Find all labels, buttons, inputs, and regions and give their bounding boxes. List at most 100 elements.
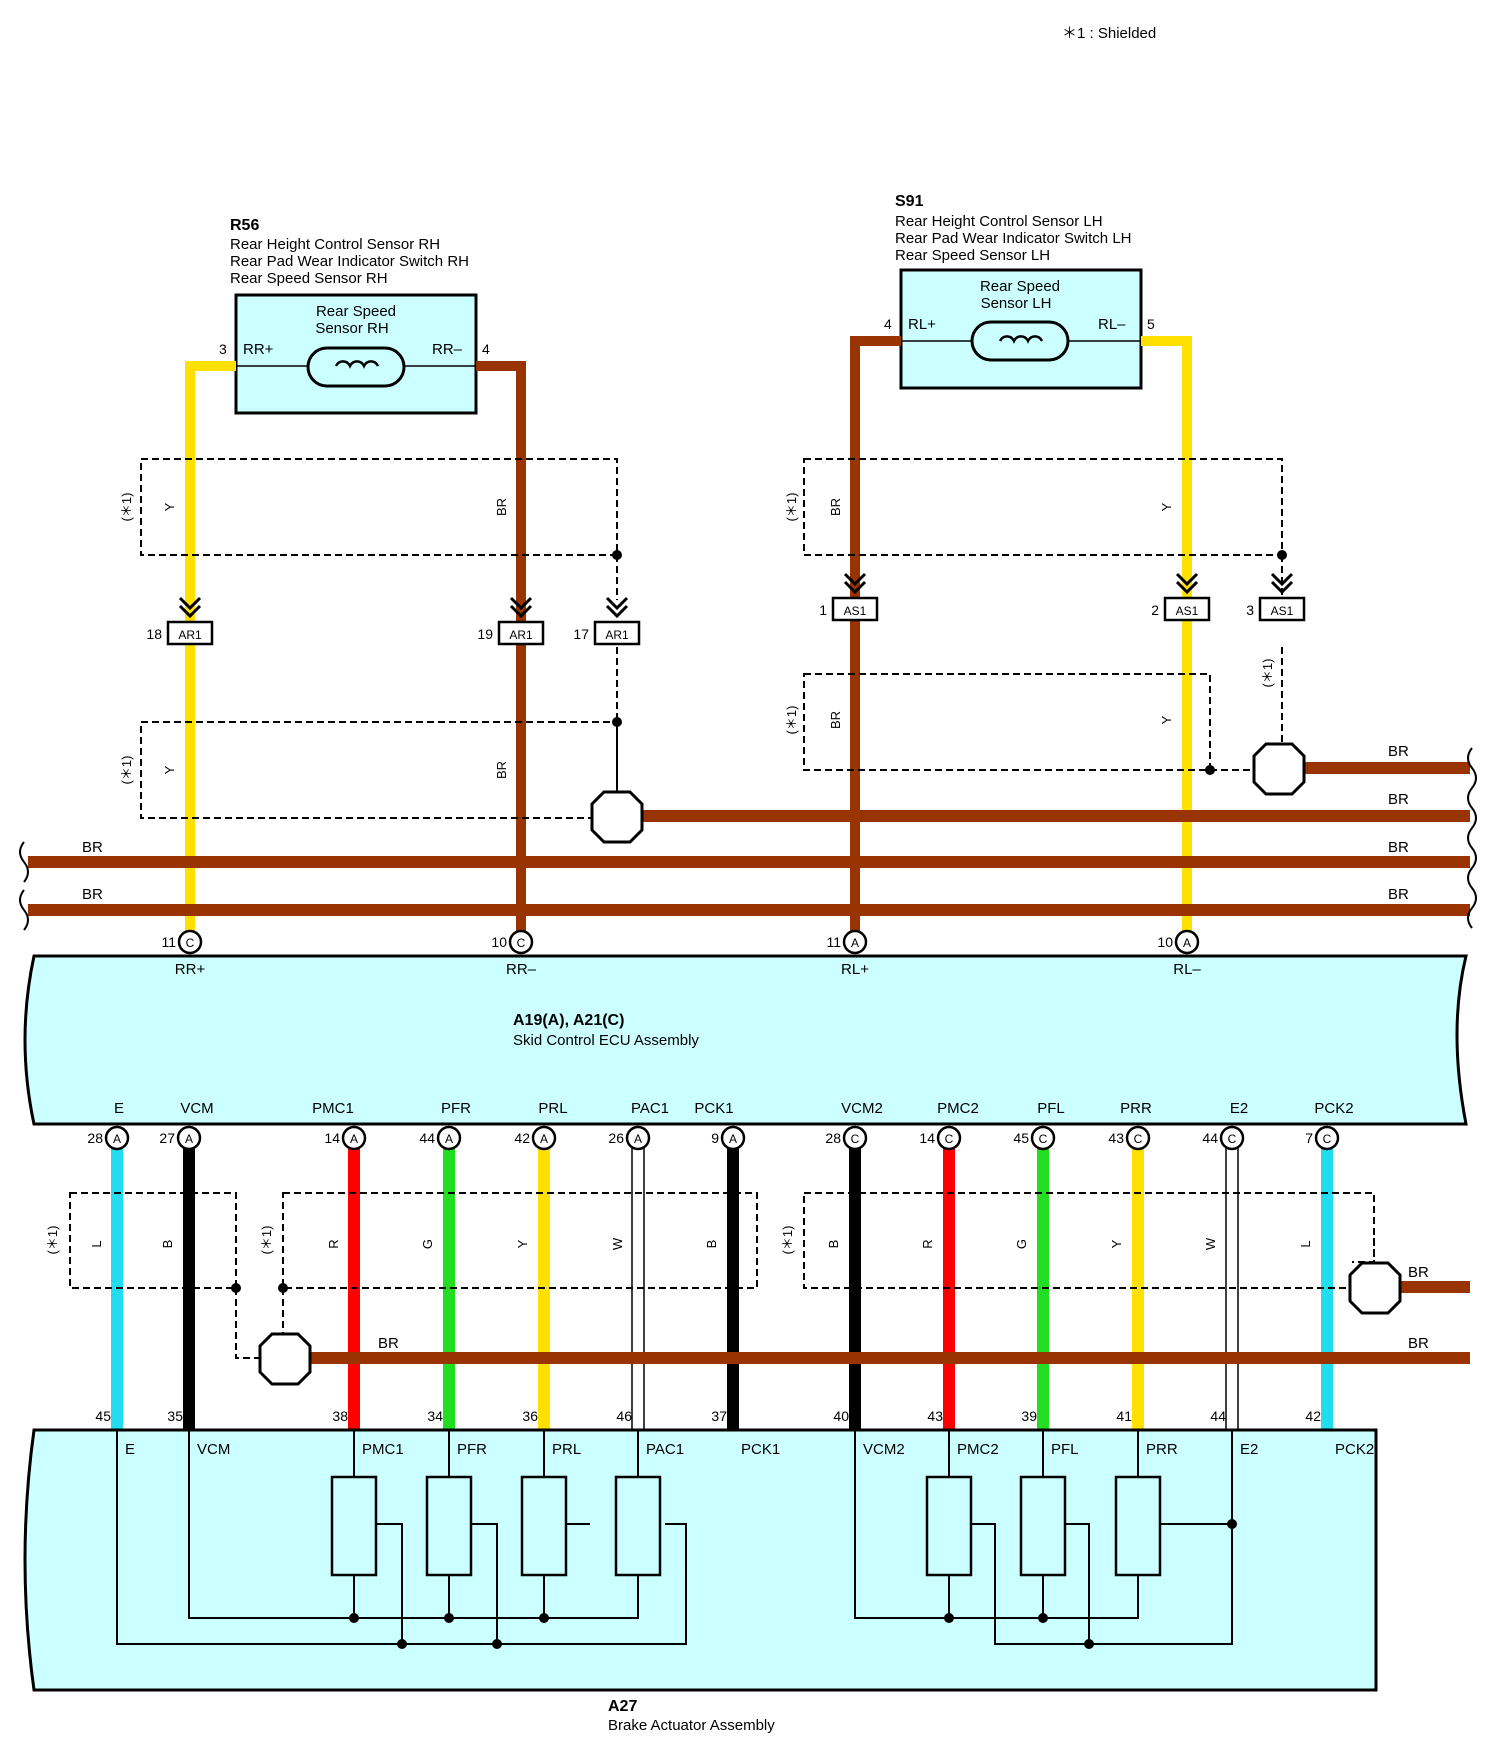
r56-coil-outline xyxy=(306,346,406,388)
ecu-terminal-label: RL– xyxy=(1173,961,1201,978)
ecu-terminal-label: PRR xyxy=(1120,1100,1152,1117)
connector-name: AR1 xyxy=(178,628,202,642)
ecu-terminal-label: RL+ xyxy=(841,961,869,978)
splice-dot xyxy=(612,550,622,560)
splice-dot xyxy=(349,1613,359,1623)
actuator-box xyxy=(23,1428,1378,1692)
pin-connector-icon xyxy=(720,1125,746,1151)
wire-color-code: B xyxy=(826,1240,841,1249)
ground-wire-label: BR xyxy=(378,1335,399,1352)
r56-term-right: RR– xyxy=(432,341,463,358)
pin-connector-letter: C xyxy=(945,1132,954,1146)
solenoid-resistor xyxy=(425,1475,473,1577)
wire-color-code: W xyxy=(1203,1237,1218,1250)
splice-dot xyxy=(612,717,622,727)
r56-line-1: Rear Height Control Sensor RH xyxy=(230,236,440,253)
pin-connector-letter: A xyxy=(634,1132,642,1146)
ecu-terminal-label: E2 xyxy=(1230,1100,1248,1117)
pin-connector-icon xyxy=(508,929,534,955)
wire-rl-plus xyxy=(850,336,901,950)
pin-connector-icon xyxy=(1030,1125,1056,1151)
connector-pin: 1 xyxy=(819,602,827,618)
ecu-terminal-label: PRL xyxy=(538,1100,567,1117)
wire-color-code: B xyxy=(160,1240,175,1249)
ecu-code: A19(A), A21(C) xyxy=(513,1012,624,1029)
connector-pin: 2 xyxy=(1151,602,1159,618)
circuit-line xyxy=(116,1430,687,1645)
connector-pin: 18 xyxy=(146,626,162,642)
connector-box xyxy=(831,596,879,622)
pin-connector-letter: C xyxy=(1323,1132,1332,1146)
ecu-pin-number: 10 xyxy=(1157,934,1173,950)
wire-color-code: BR xyxy=(494,498,509,516)
ecu-terminal-label: PMC2 xyxy=(937,1100,979,1117)
circuit-line xyxy=(376,1523,403,1644)
actuator-terminal-label: VCM xyxy=(197,1441,230,1458)
pin-connector-icon xyxy=(625,1125,651,1151)
s91-code: S91 xyxy=(895,193,924,210)
ground-wire-label: BR xyxy=(1408,1335,1429,1352)
shield-ecu-3 xyxy=(803,1192,1375,1289)
ecu-terminal-label: VCM2 xyxy=(841,1100,883,1117)
ecu-pin-number: 44 xyxy=(1202,1130,1218,1146)
r56-coil-icon xyxy=(334,360,380,369)
connector-name: AS1 xyxy=(844,604,867,618)
s91-coil-outline xyxy=(970,320,1070,362)
r56-line-2: Rear Pad Wear Indicator Switch RH xyxy=(230,253,469,270)
pin-connector-letter: A xyxy=(445,1132,453,1146)
actuator-terminal-label: PRL xyxy=(552,1441,581,1458)
wire-color-code: BR xyxy=(828,711,843,729)
circuit-line xyxy=(971,1430,1233,1645)
actuator-pin-number: 39 xyxy=(1021,1408,1037,1424)
wire-color-code: Y xyxy=(1109,1239,1124,1248)
pin-connector-letter: C xyxy=(851,1132,860,1146)
connector-box xyxy=(593,620,641,646)
actuator-terminal-label: PFR xyxy=(457,1441,487,1458)
actuator-terminal-label: PRR xyxy=(1146,1441,1178,1458)
s91-term-left: RL+ xyxy=(908,316,936,333)
s91-box-title-1: Rear Speed xyxy=(980,278,1060,295)
wire-color-code: L xyxy=(1298,1240,1313,1247)
wire-rr-minus xyxy=(476,361,526,950)
ground-wire-label: BR xyxy=(82,839,103,856)
pin-connector-letter: C xyxy=(1228,1132,1237,1146)
wire-rl-minus xyxy=(1141,336,1192,950)
pin-connector-letter: A xyxy=(729,1132,737,1146)
ground-wire-label: BR xyxy=(1388,886,1409,903)
actuator-terminal-label: PAC1 xyxy=(646,1441,684,1458)
s91-coil-icon xyxy=(998,335,1044,344)
ecu-pin-number: 9 xyxy=(711,1130,719,1146)
pin-connector-icon xyxy=(842,1125,868,1151)
splice-dot xyxy=(1084,1639,1094,1649)
ecu-terminal-label: E xyxy=(114,1100,124,1117)
ecu-pin-number: 11 xyxy=(161,934,176,950)
ecu-pin-number: 42 xyxy=(514,1130,530,1146)
ecu-terminal-label: PAC1 xyxy=(631,1100,669,1117)
connector-name: AR1 xyxy=(509,628,533,642)
break-mark xyxy=(1467,747,1477,929)
connector-chevron-icon xyxy=(178,596,202,619)
r56-code: R56 xyxy=(230,217,259,234)
s91-pin-right: 5 xyxy=(1147,316,1155,332)
pin-connector-letter: C xyxy=(1039,1132,1048,1146)
shield-label: (＊1) xyxy=(119,493,134,522)
shield-ecu-2 xyxy=(282,1192,758,1289)
shield-ecu-3-to-ground xyxy=(1352,1238,1375,1263)
actuator-pin-number: 34 xyxy=(427,1408,443,1424)
pin-connector-letter: A xyxy=(350,1132,358,1146)
pin-connector-letter: A xyxy=(185,1132,193,1146)
solenoid-resistor xyxy=(1019,1475,1067,1577)
connector-box xyxy=(166,620,214,646)
splice-dot xyxy=(278,1283,288,1293)
connector-name: AR1 xyxy=(605,628,629,642)
s91-box-title-2: Sensor LH xyxy=(981,295,1052,312)
lower-wire-group: A28EL45A27VCMB35A14PMC1R38A44PFRG34A42PR… xyxy=(87,1100,1354,1430)
connector-pin: 17 xyxy=(573,626,589,642)
connector-chevron-icon xyxy=(509,596,533,619)
connector-box xyxy=(497,620,545,646)
ecu-pin-number: 43 xyxy=(1108,1130,1124,1146)
wire-color-code: BR xyxy=(494,761,509,779)
pin-connector-icon xyxy=(341,1125,367,1151)
